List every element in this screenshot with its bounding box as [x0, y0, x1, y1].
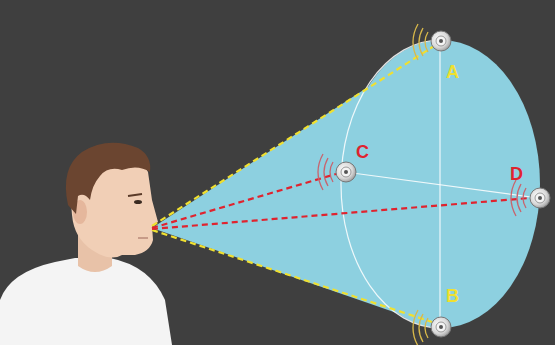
listening-cone	[152, 40, 540, 328]
speaker-label: A	[446, 62, 459, 82]
speaker-label: C	[356, 142, 369, 162]
speaker-label: D	[510, 164, 523, 184]
sound-waves	[318, 24, 526, 345]
speakers	[336, 31, 550, 337]
speaker-label: B	[446, 286, 459, 306]
listener-head	[0, 143, 172, 345]
sight-lines	[152, 46, 530, 322]
